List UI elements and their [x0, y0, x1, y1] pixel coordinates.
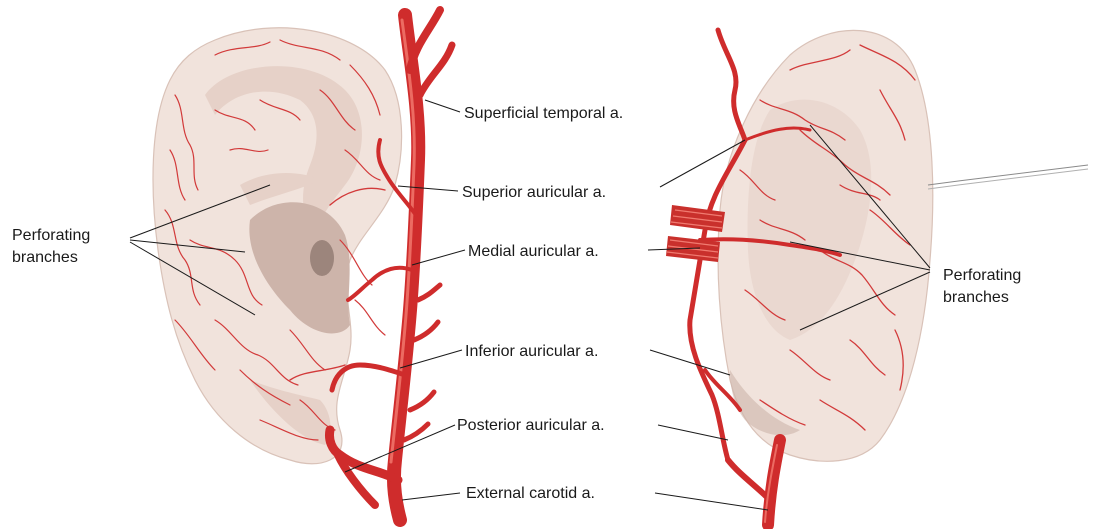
left-ear-canal	[310, 240, 334, 276]
right-auricular-muscle-bundles	[666, 205, 725, 262]
label-perforating-right-line1: Perforating	[943, 267, 1021, 284]
label-inferior-auricular: Inferior auricular a.	[465, 343, 598, 360]
right-ear-suture-line	[928, 165, 1088, 185]
label-medial-auricular: Medial auricular a.	[468, 243, 599, 260]
label-perforating-left-line1: Perforating	[12, 227, 90, 244]
left-medial-auricular-artery	[348, 268, 412, 300]
label-external-carotid: External carotid a.	[466, 485, 595, 502]
right-posterior-auricular-artery	[728, 460, 770, 500]
label-superior-auricular: Superior auricular a.	[462, 184, 606, 201]
label-perforating-left-line2: branches	[12, 249, 78, 266]
label-perforating-right-line2: branches	[943, 289, 1009, 306]
left-ear-lateral-view	[153, 28, 402, 464]
right-ear-medial-view	[718, 30, 1088, 461]
label-posterior-auricular: Posterior auricular a.	[457, 417, 605, 434]
label-superficial-temporal: Superficial temporal a.	[464, 105, 623, 122]
right-superficial-temporal-artery	[718, 30, 745, 140]
